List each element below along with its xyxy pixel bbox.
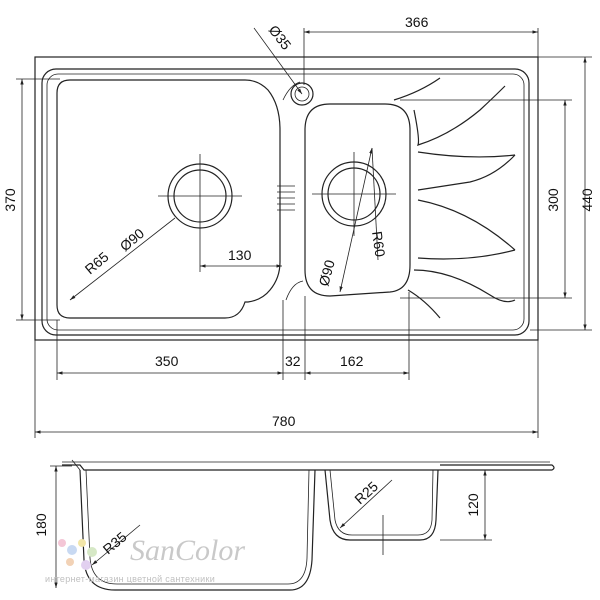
section-view: 180 120 R35 R25 bbox=[33, 459, 555, 591]
watermark: SanColor интернет-магазин цветной сантех… bbox=[45, 534, 245, 584]
dimension-lines bbox=[16, 28, 592, 438]
dim-drainer-width: 366 bbox=[405, 14, 429, 30]
watermark-tagline: интернет-магазин цветной сантехники bbox=[45, 574, 215, 584]
tap-hole bbox=[290, 82, 314, 106]
dim-overall-width: 780 bbox=[272, 413, 296, 429]
large-bowl bbox=[56, 79, 281, 319]
section-small-bowl bbox=[324, 469, 439, 541]
watermark-dots-icon bbox=[58, 539, 97, 570]
bowl-divider-bottom bbox=[285, 280, 304, 301]
dim-divider-width: 32 bbox=[285, 353, 301, 369]
r65-leader bbox=[69, 217, 176, 301]
dim-small-bowl-depth: 300 bbox=[545, 188, 561, 212]
sink-rim-inner bbox=[46, 73, 525, 331]
r60-leader bbox=[371, 147, 379, 261]
dim-section-small-height: 120 bbox=[465, 493, 481, 517]
dim-overall-depth: 440 bbox=[579, 188, 595, 212]
bowl-divider-top bbox=[282, 81, 301, 101]
small-bowl bbox=[304, 103, 411, 297]
dim-section-large-radius: R35 bbox=[100, 528, 130, 557]
dim-large-drain: Ø90 bbox=[117, 225, 148, 254]
overflow-slots bbox=[277, 185, 295, 211]
tap-hole-inner bbox=[294, 86, 310, 102]
top-view bbox=[34, 27, 539, 341]
dim-large-bowl-width: 350 bbox=[155, 353, 179, 369]
dimension-labels: 366 440 300 370 130 350 32 162 780 Ø35 R… bbox=[2, 14, 595, 429]
section-large-bowl bbox=[79, 469, 316, 591]
dim-section-large-height: 180 bbox=[33, 513, 49, 537]
d35-leader bbox=[253, 27, 303, 95]
section-r35-leader bbox=[91, 524, 141, 566]
drainer-grooves bbox=[393, 77, 516, 319]
section-deck bbox=[62, 464, 555, 471]
dim-small-drain: Ø90 bbox=[315, 258, 337, 288]
large-drain bbox=[158, 154, 242, 238]
sink-rim bbox=[41, 68, 530, 336]
sink-outline bbox=[34, 56, 539, 341]
d90-small-leader bbox=[339, 147, 373, 293]
dim-section-small-radius: R25 bbox=[351, 478, 381, 507]
dim-small-corner-radius: R60 bbox=[369, 230, 388, 258]
dim-drain-offset: 130 bbox=[228, 247, 252, 263]
dim-small-bowl-width: 162 bbox=[340, 353, 364, 369]
section-r25-leader bbox=[339, 479, 393, 529]
small-drain bbox=[312, 152, 396, 236]
dim-tap-hole: Ø35 bbox=[266, 22, 295, 53]
watermark-logo: SanColor bbox=[130, 534, 245, 567]
dim-large-bowl-depth: 370 bbox=[2, 188, 18, 212]
dim-large-corner-radius: R65 bbox=[82, 248, 112, 277]
